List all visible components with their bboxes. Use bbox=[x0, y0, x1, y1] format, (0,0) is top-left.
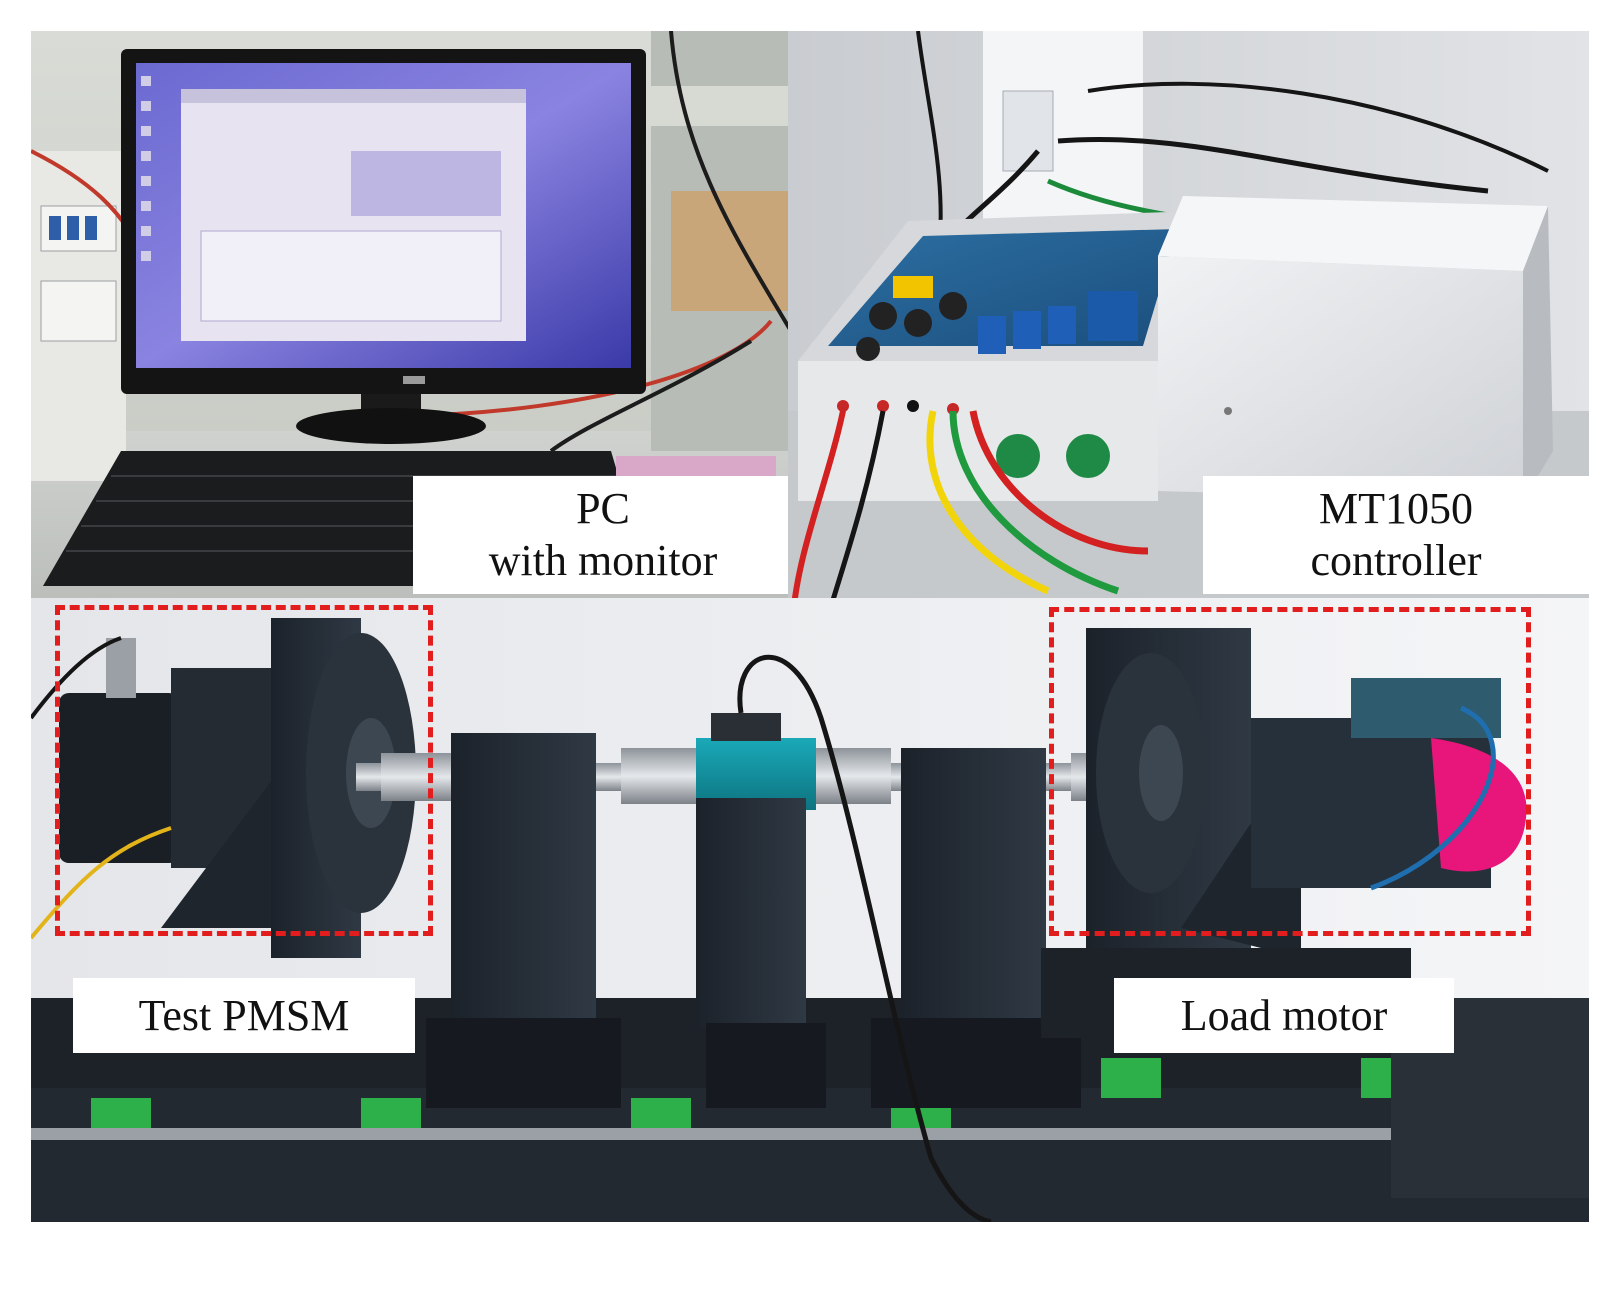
load-motor-highlight-box bbox=[1049, 607, 1531, 936]
test-rig-photo bbox=[31, 598, 1589, 1222]
controller-caption-line-2: controller bbox=[1310, 536, 1482, 585]
load-motor-label: Load motor bbox=[1180, 990, 1388, 1040]
test-pmsm-caption: Test PMSM bbox=[73, 978, 415, 1053]
pc-caption-line-1: PC bbox=[576, 484, 630, 533]
pc-caption: PC with monitor bbox=[413, 476, 793, 594]
load-motor-caption: Load motor bbox=[1114, 978, 1454, 1053]
controller-caption: MT1050 controller bbox=[1203, 476, 1589, 594]
test-pmsm-label: Test PMSM bbox=[138, 990, 350, 1040]
test-rig-photo-illustration bbox=[31, 598, 1589, 1222]
pc-caption-line-2: with monitor bbox=[488, 536, 718, 585]
test-pmsm-highlight-box bbox=[55, 605, 433, 936]
pc-photo bbox=[31, 31, 813, 616]
controller-caption-line-1: MT1050 bbox=[1319, 484, 1473, 533]
pc-photo-illustration bbox=[31, 31, 813, 616]
